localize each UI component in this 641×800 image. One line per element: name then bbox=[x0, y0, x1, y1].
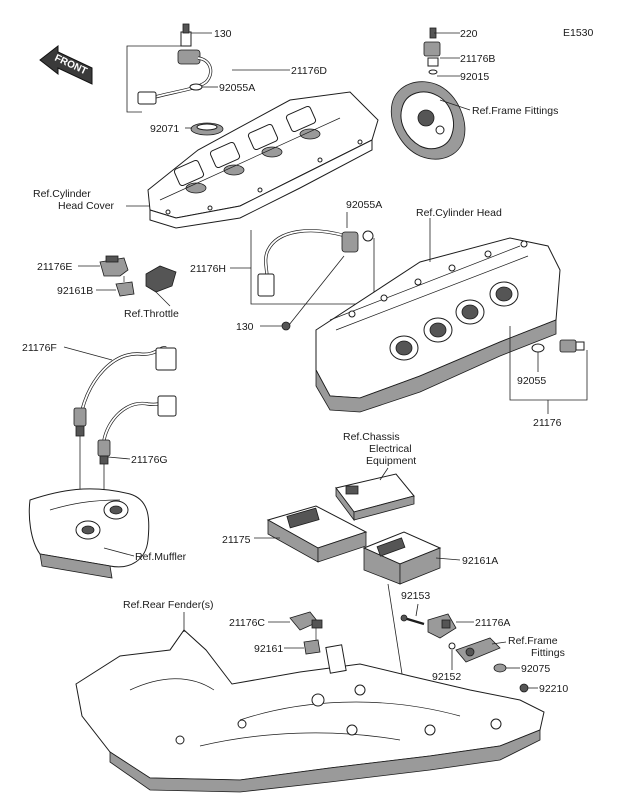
ref-muffler: Ref.Muffler bbox=[135, 551, 187, 563]
label-92152: 92152 bbox=[432, 671, 461, 683]
sensor-21176E bbox=[99, 255, 129, 277]
muffler bbox=[28, 488, 150, 579]
label-92015: 92015 bbox=[460, 71, 489, 83]
sensor-21176B bbox=[423, 27, 441, 75]
collar-92152 bbox=[448, 642, 456, 650]
o-ring-92055 bbox=[531, 343, 545, 353]
sensor-21176F bbox=[73, 346, 177, 437]
diagram-code: E1530 bbox=[563, 27, 594, 39]
grommet-92075 bbox=[493, 663, 507, 673]
label-92055: 92055 bbox=[517, 375, 546, 387]
ecu-21175 bbox=[266, 505, 368, 563]
label-21176A: 21176A bbox=[475, 617, 510, 629]
bolt-92153 bbox=[400, 614, 425, 626]
ref-cylinder-head: Ref.Cylinder Head bbox=[416, 207, 502, 219]
label-92075: 92075 bbox=[521, 663, 550, 675]
front-arrow-icon: FRONT bbox=[39, 44, 93, 85]
rear-fender bbox=[75, 629, 545, 793]
sensor-21176D bbox=[137, 23, 213, 105]
sensor-21176G bbox=[97, 395, 177, 465]
label-21176E: 21176E bbox=[37, 261, 72, 273]
sensor-21176C bbox=[289, 611, 323, 640]
sensor-21176 bbox=[559, 339, 585, 353]
label-21176B: 21176B bbox=[460, 53, 495, 65]
label-130-mid: 130 bbox=[236, 321, 254, 333]
ref-frame-fittings-bot-1: Ref.Frame bbox=[508, 635, 558, 647]
label-21176H: 21176H bbox=[190, 263, 226, 275]
bracket-92161A bbox=[362, 531, 442, 585]
label-130-top: 130 bbox=[214, 28, 232, 40]
cylinder-head-cover bbox=[147, 91, 379, 229]
sensor-21176A bbox=[427, 613, 457, 639]
ref-frame-fittings-top: Ref.Frame Fittings bbox=[472, 105, 558, 117]
throttle-body bbox=[145, 265, 177, 307]
ref-cylinder-head-cover-2: Head Cover bbox=[58, 200, 115, 212]
label-92161B: 92161B bbox=[57, 285, 93, 297]
label-21176D: 21176D bbox=[291, 65, 327, 77]
label-21175: 21175 bbox=[222, 534, 251, 546]
label-92055A-top: 92055A bbox=[219, 82, 255, 94]
clamp-92161 bbox=[303, 639, 321, 655]
sensor-21176H bbox=[250, 229, 375, 305]
o-ring-92055A-top bbox=[189, 83, 203, 91]
label-92071: 92071 bbox=[150, 123, 179, 135]
label-21176: 21176 bbox=[533, 417, 562, 429]
ref-chassis-1: Ref.Chassis bbox=[343, 431, 400, 443]
ref-chassis-2: Electrical bbox=[369, 443, 412, 455]
label-21176G: 21176G bbox=[131, 454, 168, 466]
ecu-chassis-electrical bbox=[335, 473, 415, 522]
label-92055A-mid: 92055A bbox=[346, 199, 382, 211]
bracket-21176D bbox=[126, 45, 183, 113]
label-92210: 92210 bbox=[539, 683, 568, 695]
label-92161: 92161 bbox=[254, 643, 283, 655]
label-92161A: 92161A bbox=[462, 555, 498, 567]
nut-92210 bbox=[519, 683, 529, 693]
frame-fitting-top bbox=[390, 81, 466, 160]
label-92153: 92153 bbox=[401, 590, 430, 602]
label-21176F: 21176F bbox=[22, 342, 57, 354]
ref-throttle: Ref.Throttle bbox=[124, 308, 179, 320]
ref-frame-fittings-bot-2: Fittings bbox=[531, 647, 565, 659]
label-220: 220 bbox=[460, 28, 478, 40]
bolt-130-mid bbox=[281, 321, 291, 331]
label-21176C: 21176C bbox=[229, 617, 265, 629]
ref-chassis-3: Equipment bbox=[366, 455, 416, 467]
ref-cylinder-head-cover-1: Ref.Cylinder bbox=[33, 188, 91, 200]
clamp-92161B bbox=[115, 276, 135, 297]
cylinder-head bbox=[315, 237, 561, 413]
ref-rear-fender: Ref.Rear Fender(s) bbox=[123, 599, 213, 611]
frame-fitting-bottom bbox=[455, 637, 501, 663]
